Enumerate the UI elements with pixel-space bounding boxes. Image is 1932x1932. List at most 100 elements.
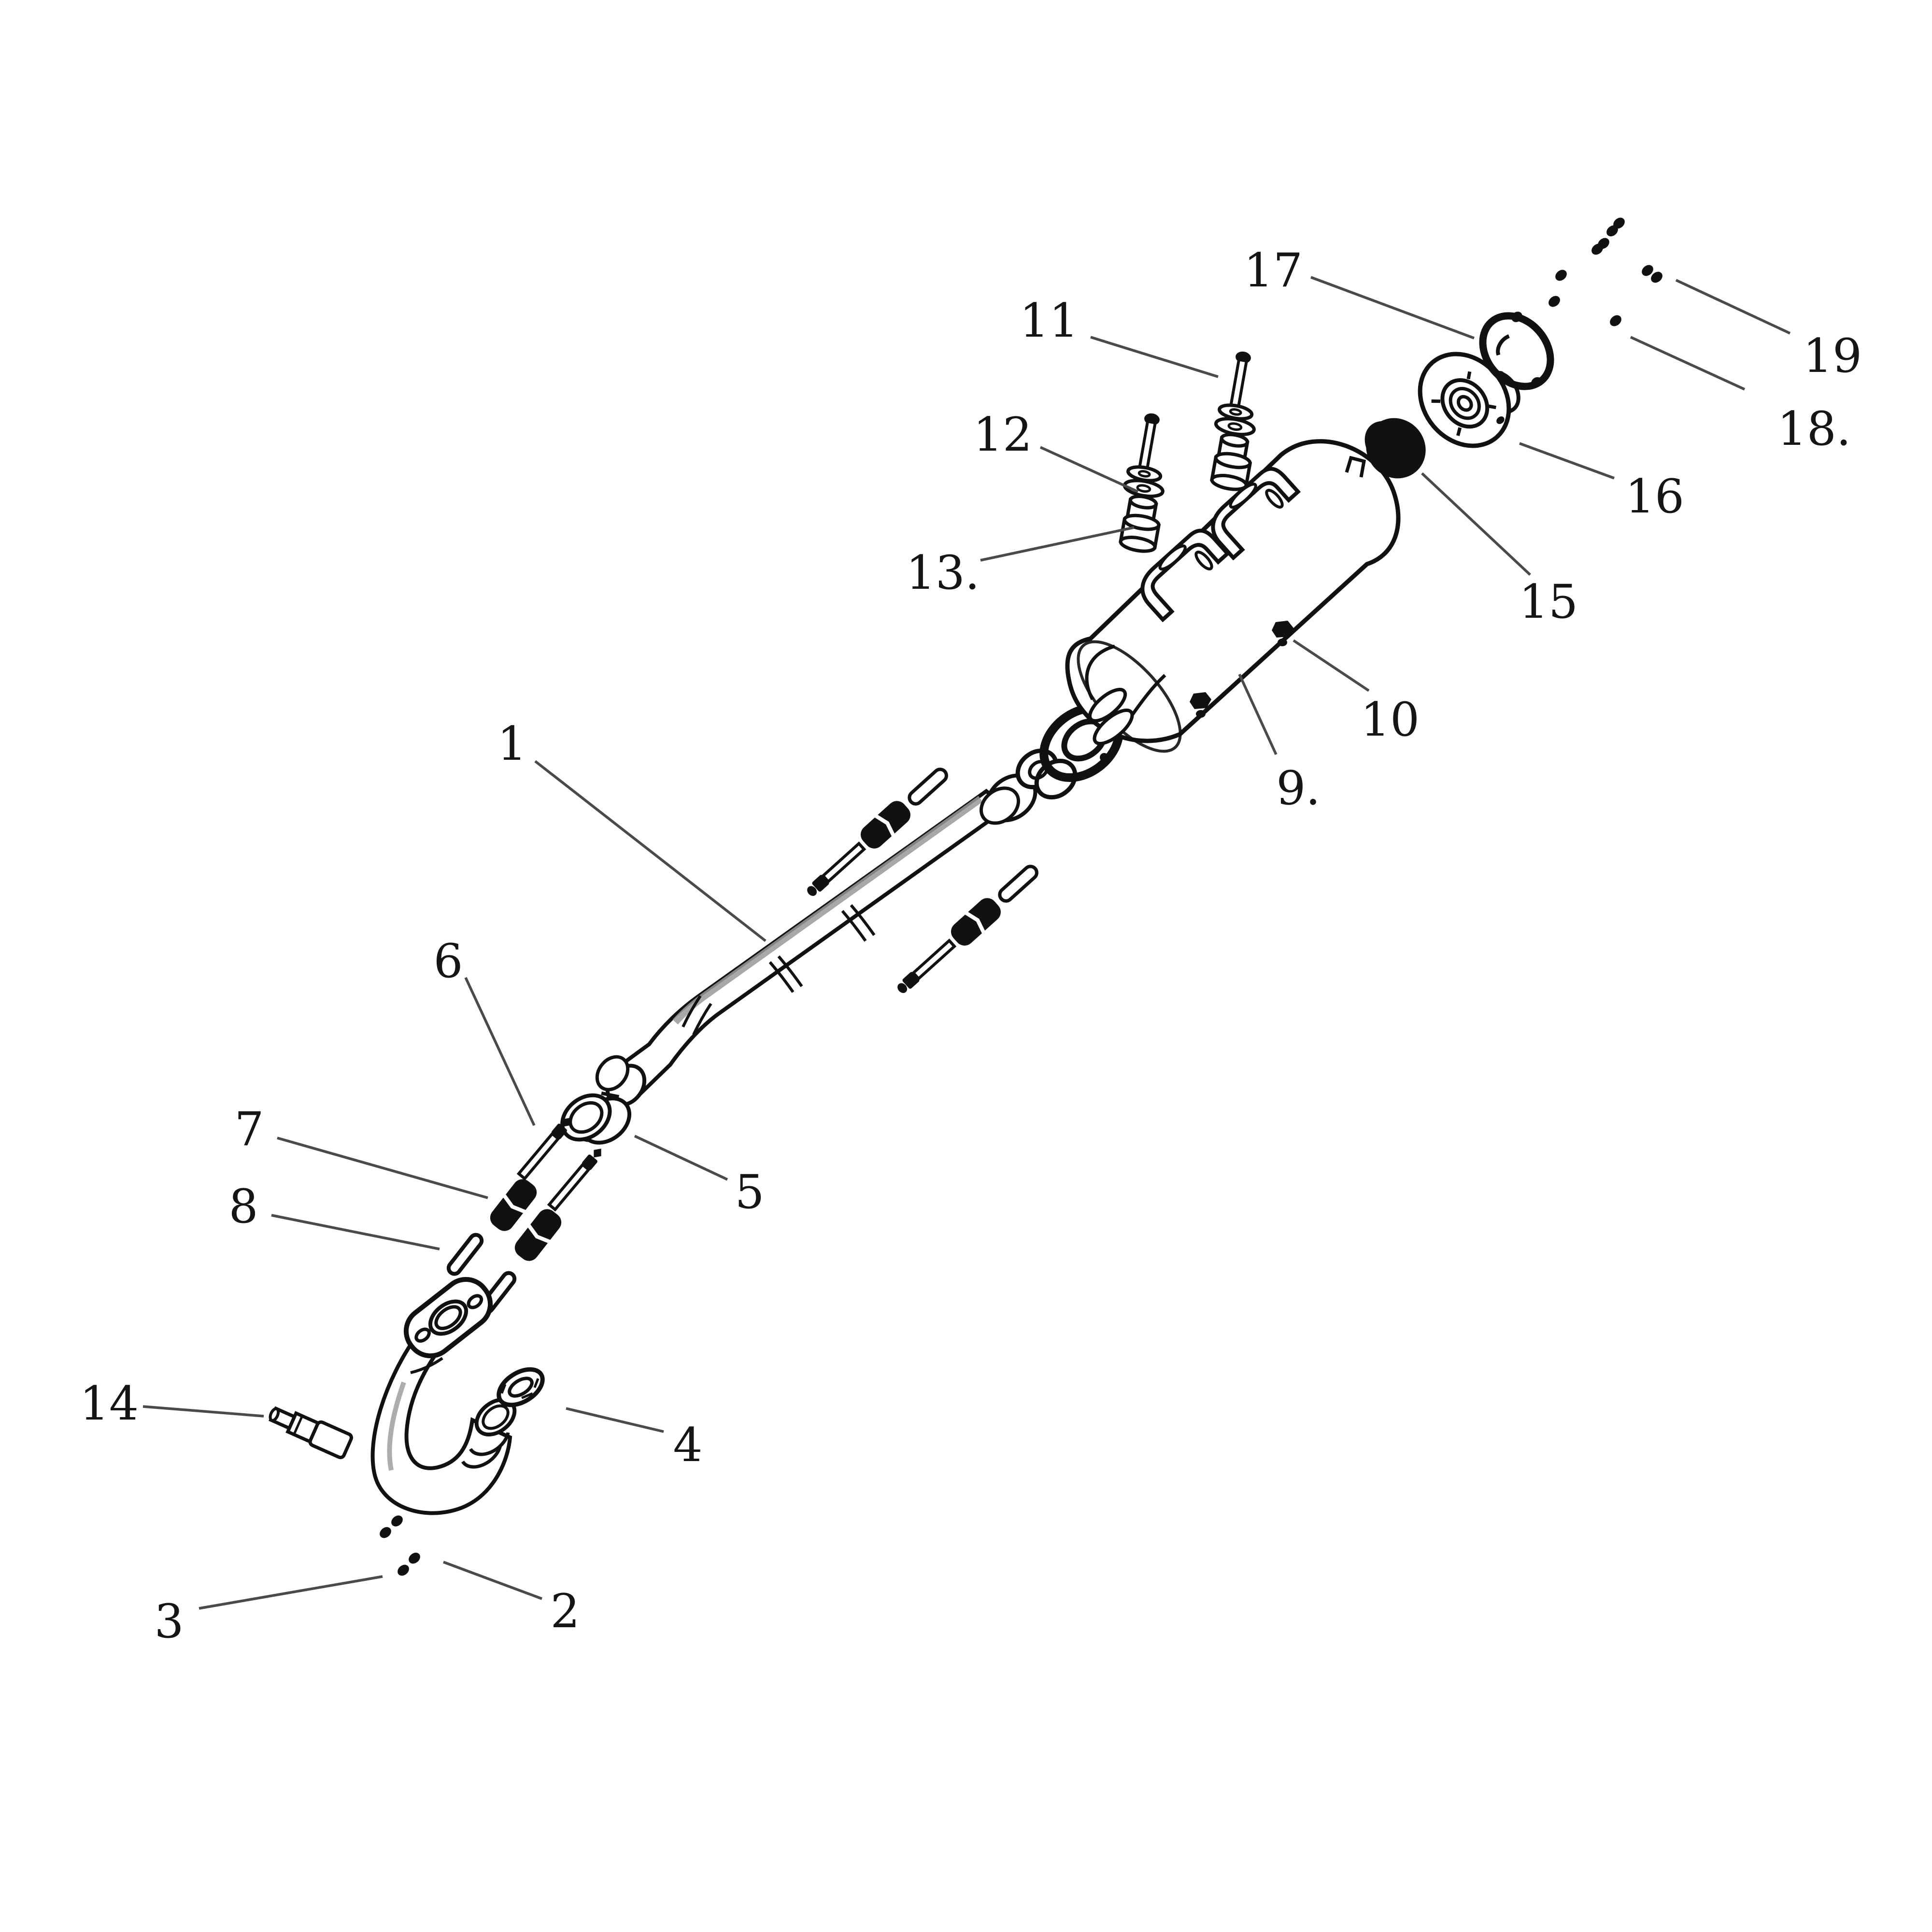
disc-ring-2 — [1449, 387, 1481, 420]
mid-pipe-weld-1 — [850, 904, 876, 936]
end-cap-black-b — [1364, 421, 1410, 468]
muffler-inlet-stub-rim-a — [1088, 688, 1127, 723]
exhaust-spring-b — [514, 1209, 562, 1261]
snap-ring-end-c — [1496, 371, 1505, 379]
callout-label-2: 2 — [550, 1584, 580, 1638]
callout-label-8: 8 — [228, 1179, 258, 1234]
bolt-shaft — [516, 1132, 560, 1181]
callout-leader-15 — [1421, 472, 1531, 576]
muffler-inlet-cone-edge-b — [1129, 674, 1166, 719]
callout-leader-5 — [634, 1135, 728, 1181]
mount-bolt-shaft — [1229, 358, 1249, 409]
flange-bolt-a — [516, 1118, 571, 1181]
bracket-top-slot — [1229, 483, 1257, 509]
header-pipe-weld — [410, 1357, 443, 1374]
washer-large-hole — [1227, 422, 1243, 431]
callout-leader-12 — [1039, 446, 1139, 493]
screw-dot-2 — [1555, 270, 1567, 281]
header-pipe-shading — [387, 1381, 406, 1471]
screw-dot-6 — [1613, 217, 1625, 229]
stud-dot-4 — [398, 1564, 409, 1576]
bushing-lower-bottom — [1210, 474, 1248, 491]
header-inlet-mouth-inner — [482, 1404, 510, 1430]
callout-label-18: 18. — [1777, 402, 1851, 456]
bolt-head — [1190, 692, 1211, 709]
header-rib-1 — [469, 1432, 510, 1456]
disc-tick-1 — [1431, 399, 1441, 403]
spacer-sleeve — [908, 767, 948, 806]
muffler-body — [1065, 439, 1401, 743]
snap-ring-end-b — [1531, 377, 1542, 388]
muffler-assembly — [1065, 439, 1401, 753]
header-rib-2 — [461, 1445, 502, 1469]
bushing-lower-top — [1214, 452, 1252, 469]
flange-ear-hole-a — [414, 1327, 431, 1343]
bracket-front-slot — [1265, 489, 1284, 509]
flange-ear-hole-b — [467, 1294, 483, 1309]
bolt-shaft — [547, 1163, 591, 1212]
mount-stack-front — [1119, 413, 1165, 553]
callout-leader-13 — [980, 526, 1135, 562]
spring-notch — [527, 1224, 551, 1244]
mid-exhaust-pipe — [595, 773, 1037, 1107]
bushing-lower-top — [1122, 513, 1161, 531]
mid-pipe-weld-1b — [841, 910, 867, 942]
callout-leader-18 — [1630, 336, 1746, 391]
mid-pipe-bend-weld-b — [682, 995, 702, 1028]
callout-leader-16 — [1519, 442, 1615, 480]
seal-collar — [560, 1091, 632, 1145]
mid-pipe-weld-2b — [768, 961, 795, 993]
washer-small-hole — [1229, 408, 1242, 416]
callout-label-3: 3 — [154, 1594, 184, 1648]
screw-dot-8 — [1651, 271, 1662, 283]
header-pipe — [370, 1331, 517, 1515]
callout-label-9: 9. — [1276, 761, 1321, 815]
callout-label-19: 19 — [1803, 329, 1862, 383]
exhaust-spring-a — [490, 1179, 537, 1231]
bolt-tip-diamond — [563, 1118, 571, 1127]
stud-dot-1 — [391, 1515, 403, 1527]
joint-set-upper — [807, 767, 948, 896]
joint-bolt-head-nub — [807, 886, 817, 896]
spring-notch — [965, 911, 986, 934]
mid-pipe-upper-bell-inner — [979, 786, 1021, 825]
joint-bolt-head-nub — [897, 983, 908, 993]
mid-pipe-body — [604, 789, 1011, 1100]
muffler-inlet-stub-rim-b — [1093, 709, 1134, 745]
callout-label-16: 16 — [1625, 469, 1684, 524]
mount-stack-rear — [1210, 351, 1256, 491]
callout-leader-10 — [1293, 639, 1370, 692]
callout-leader-9 — [1238, 673, 1278, 755]
muffler-mount-bolt-rear — [1272, 621, 1293, 646]
bolt-tip — [1278, 639, 1287, 646]
bracket-front-slot — [1194, 551, 1213, 570]
callout-leader-8 — [271, 1214, 440, 1250]
callout-leader-17 — [1310, 276, 1475, 340]
flange-center-hole — [434, 1305, 462, 1330]
screw-dot-4 — [1598, 238, 1609, 249]
callout-label-12: 12 — [973, 408, 1032, 462]
spring-notch — [502, 1194, 526, 1214]
screw-dot-5 — [1606, 225, 1618, 237]
washer-small-hole — [1137, 470, 1151, 478]
muffler-inlet-joint — [1015, 703, 1123, 800]
mid-pipe-lower-bell-inner — [595, 1055, 630, 1092]
stud-dot-3 — [409, 1552, 420, 1564]
bolt-tip — [1196, 710, 1206, 718]
callout-leader-1 — [534, 760, 767, 942]
bushing-lower-bottom — [1119, 536, 1157, 553]
mount-bracket-rear — [1211, 467, 1301, 561]
callout-leader-6 — [464, 977, 536, 1126]
joint-set-lower — [897, 865, 1038, 993]
mount-screws-18-19 — [1548, 217, 1662, 327]
flange-bolt-b — [547, 1149, 601, 1212]
muffler-mount-bolt-front — [1190, 692, 1211, 718]
gasket-hatch-1 — [500, 1384, 507, 1394]
callout-label-5: 5 — [735, 1165, 764, 1219]
spacer-sleeve — [998, 865, 1038, 903]
callout-label-6: 6 — [433, 934, 463, 988]
flange-center-neck — [428, 1299, 469, 1336]
snap-ring — [1479, 312, 1554, 390]
